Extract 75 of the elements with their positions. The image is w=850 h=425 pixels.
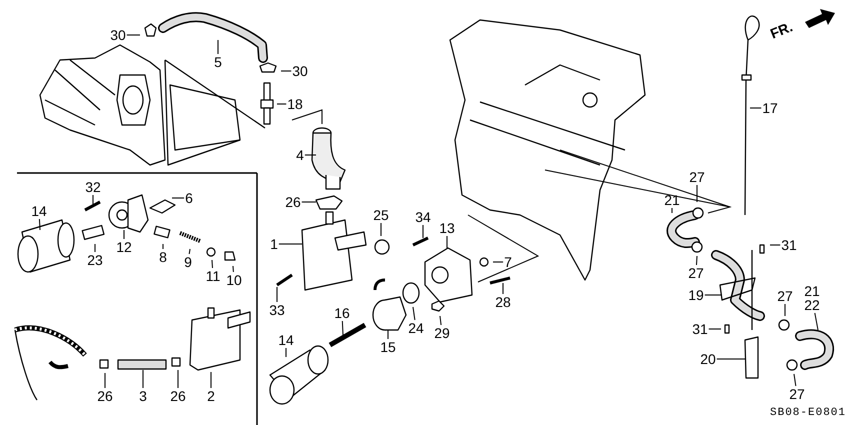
callout-number: 19 (688, 288, 704, 302)
leader-line (716, 358, 746, 360)
callout-number: 33 (269, 303, 285, 317)
leader-line (704, 294, 722, 296)
leader-line (280, 70, 292, 72)
callout-number: 10 (226, 273, 242, 287)
callout-number: 31 (692, 322, 708, 336)
callout-number: 4 (296, 148, 304, 162)
leader-line (342, 320, 344, 336)
leader-line (276, 286, 278, 302)
leader-line (814, 312, 818, 330)
callout-number: 32 (85, 180, 101, 194)
leader-line (210, 372, 212, 388)
callout-number: 30 (292, 64, 308, 78)
callout-number: 20 (700, 352, 716, 366)
callout-number: 18 (287, 97, 303, 111)
leader-line (126, 34, 140, 36)
leader-line (162, 244, 164, 250)
callout-number: 5 (214, 55, 222, 69)
leader-line (440, 316, 442, 326)
callout-number: 16 (334, 306, 350, 320)
callout-number: 29 (434, 326, 450, 340)
callout-number: 14 (278, 333, 294, 347)
leader-line (422, 224, 424, 238)
leader-line (770, 244, 781, 246)
leader-line (94, 244, 96, 252)
callout-number: 9 (184, 255, 192, 269)
callout-number: 25 (373, 208, 389, 222)
callout-number: 28 (495, 295, 511, 309)
leader-line (446, 236, 448, 248)
callout-number: 22 (804, 298, 820, 312)
leader-line (92, 194, 94, 206)
callout-number: 27 (688, 266, 704, 280)
callout-number: 24 (408, 321, 424, 335)
callout-number: 21 (804, 284, 820, 298)
callout-number: 21 (664, 193, 680, 207)
leader-line (794, 374, 796, 386)
leader-line (104, 372, 106, 388)
leader-line (304, 154, 316, 156)
callout-number: 31 (781, 238, 797, 252)
callout-number: 26 (97, 389, 113, 403)
callout-number: 27 (789, 387, 805, 401)
callout-number: 15 (380, 340, 396, 354)
callout-number: 26 (170, 389, 186, 403)
callout-number: 1 (270, 237, 278, 251)
callout-number: 17 (762, 101, 778, 115)
callout-number: 26 (285, 195, 301, 209)
callout-number: 8 (159, 250, 167, 264)
leader-line (708, 328, 722, 330)
callout-number: 30 (110, 28, 126, 42)
callout-number: 34 (415, 210, 431, 224)
callout-number: 11 (206, 269, 220, 283)
callout-number: 7 (504, 255, 512, 269)
leader-line (142, 370, 144, 388)
callout-number: 13 (439, 221, 455, 235)
leader-line (696, 256, 698, 266)
callout-number: 12 (116, 240, 132, 254)
leader-line (502, 282, 504, 294)
callout-number: 3 (139, 389, 147, 403)
callout-number: 27 (777, 289, 793, 303)
leader-line (212, 260, 213, 268)
direction-label: FR. (768, 18, 795, 42)
leader-line (412, 306, 416, 320)
leader-line (696, 184, 698, 202)
leader-line (188, 248, 190, 254)
callout-number: 27 (689, 170, 705, 184)
callout-number: 14 (31, 204, 47, 218)
leader-line (38, 218, 40, 230)
callout-number: 2 (207, 389, 215, 403)
diagram-code: SB08-E0801 (770, 407, 846, 419)
leader-line (232, 266, 234, 272)
leader-line (380, 222, 382, 236)
callout-number: 23 (87, 253, 103, 267)
leader-line (784, 304, 786, 316)
callout-number: 6 (185, 191, 193, 205)
